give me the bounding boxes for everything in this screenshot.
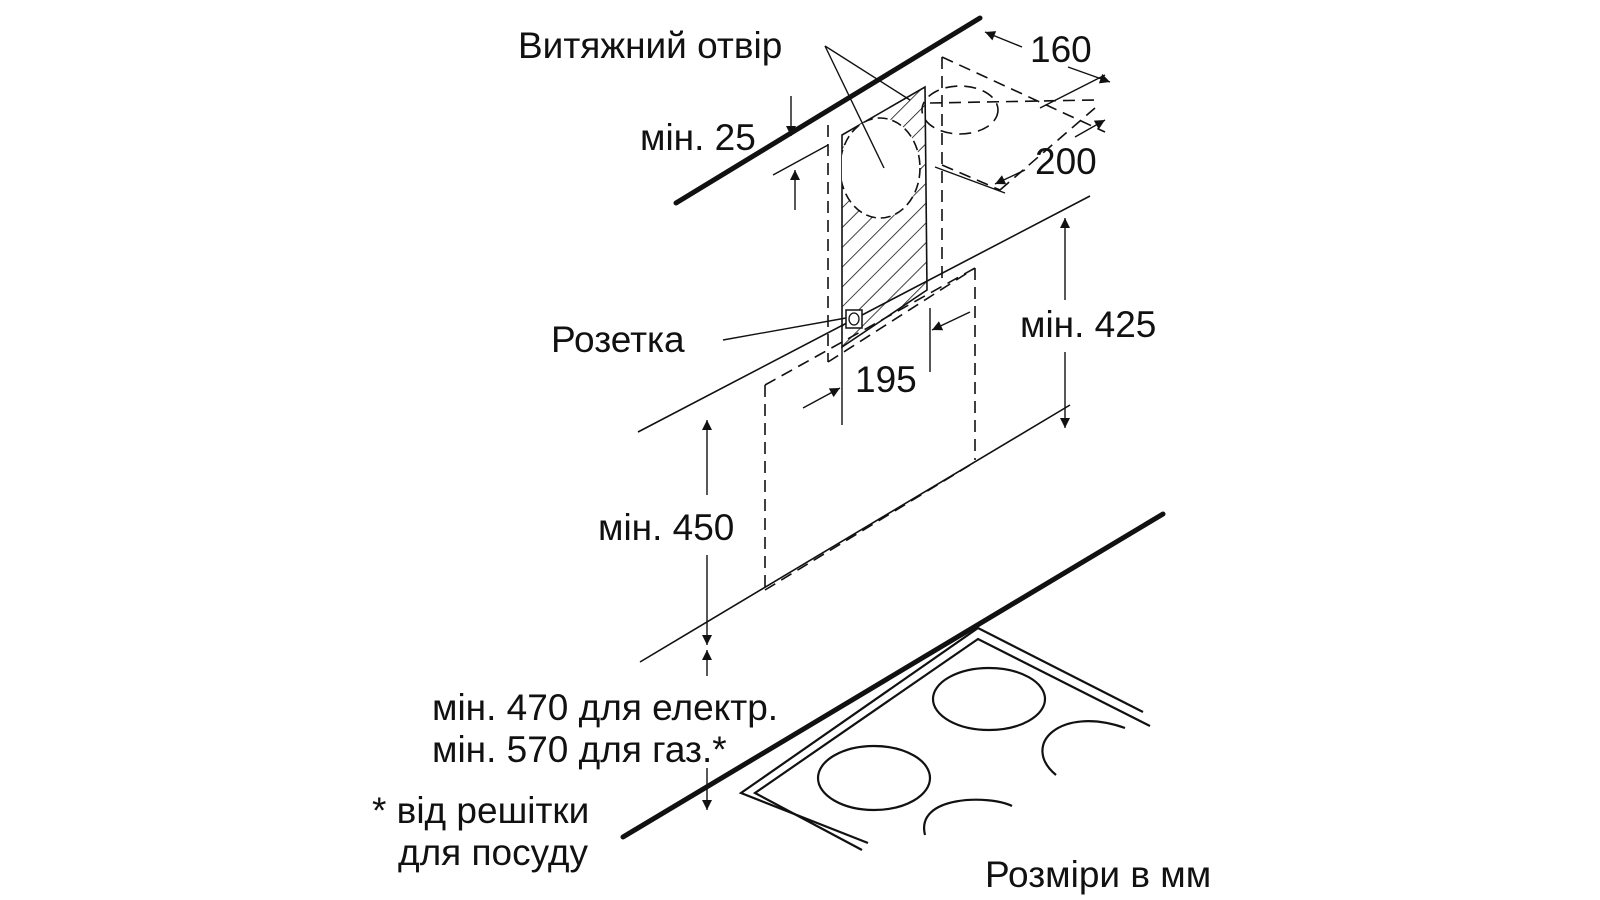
chimney-area bbox=[841, 85, 928, 349]
dimension-arrows bbox=[702, 31, 1111, 810]
burner bbox=[931, 666, 1047, 732]
min-25-label: мін. 25 bbox=[640, 117, 756, 158]
footnote-line-1: * від решітки bbox=[372, 790, 589, 831]
burner bbox=[923, 798, 1013, 836]
burner bbox=[816, 744, 932, 812]
units-label: Розміри в мм bbox=[985, 854, 1211, 895]
dimension-195: 195 bbox=[855, 359, 917, 400]
min-450-label: мін. 450 bbox=[598, 507, 734, 548]
min-470-label: мін. 470 для електр. bbox=[432, 687, 778, 728]
exhaust-opening-label: Витяжний отвір bbox=[518, 25, 782, 66]
socket-label: Розетка bbox=[551, 319, 685, 360]
footnote-line-2: для посуду bbox=[398, 832, 588, 873]
ceiling-line bbox=[673, 15, 983, 206]
dimension-200: 200 bbox=[1035, 141, 1097, 182]
min-425-label: мін. 425 bbox=[1020, 304, 1156, 345]
hood-bottom-line bbox=[639, 404, 1071, 663]
chimney-outline bbox=[764, 56, 1106, 592]
leader-lines bbox=[722, 45, 911, 341]
dimension-160: 160 bbox=[1030, 29, 1092, 70]
hob bbox=[738, 626, 1151, 851]
burner bbox=[1041, 720, 1126, 776]
min-570-label: мін. 570 для газ.* bbox=[432, 729, 727, 770]
countertop-line bbox=[620, 511, 1166, 840]
